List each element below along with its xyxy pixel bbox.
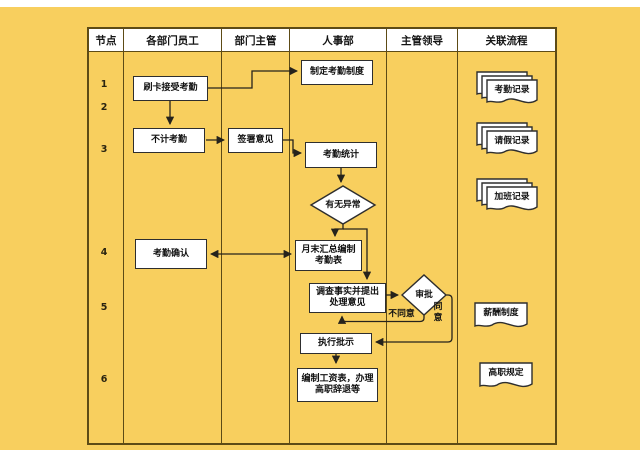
node-number-4: 4 [100,247,108,258]
senior-rule-document-icon [479,362,533,388]
process-skip-attendance: 不计考勤 [133,128,205,153]
top-white-strip [0,0,640,7]
doc-label-salary-policy: 薪酬制度 [483,308,519,318]
lane-header-hr: 人事部 [290,29,386,52]
process-execute-instruction: 执行批示 [300,333,372,354]
process-sign-opinion: 签署意见 [228,128,283,153]
node-number-2: 2 [100,102,108,113]
node-number-3: 3 [100,144,108,155]
process-payroll-dismissal: 编制工资表，办理高职辞退等 [297,368,378,402]
process-monthly-summary: 月末汇总编制考勤表 [295,240,362,271]
swimlane-table: 节点 各部门员工 部门主管 人事部 主管领导 关联流程 [87,27,557,445]
approval-decision-label: 审批 [415,290,433,300]
branch-label-agree: 同意 [433,301,443,323]
node-number-1: 1 [100,79,108,90]
lane-related: 关联流程 [458,29,555,443]
lane-header-employees: 各部门员工 [124,29,221,52]
attendance-record-multidoc-icon [476,71,538,104]
branch-label-disagree: 不同意 [388,308,415,319]
lane-header-leadership: 主管领导 [387,29,457,52]
doc-label-attendance-record: 考勤记录 [494,85,530,95]
lane-employees: 各部门员工 [124,29,222,443]
doc-label-senior-rule: 高职规定 [488,368,524,378]
overtime-record-multidoc-icon [476,178,538,211]
lane-header-related: 关联流程 [458,29,555,52]
node-number-6: 6 [100,374,108,385]
edge-swipe-to-policy [208,66,299,89]
lane-leadership: 主管领导 [387,29,458,443]
lane-header-node: 节点 [89,29,123,52]
edge-anomaly-to-investigate [343,228,372,281]
leave-record-multidoc-icon [476,122,538,155]
lane-node: 节点 [89,29,124,443]
process-make-policy: 制定考勤制度 [301,60,373,85]
edge-approval-disagree-return [337,315,425,324]
process-attendance-confirm: 考勤确认 [135,239,207,269]
doc-label-overtime-record: 加班记录 [494,192,530,202]
edge-approval-agree-to-execute [374,294,453,347]
process-swipe-attendance: 刷卡接受考勤 [133,76,208,101]
salary-policy-document-icon [474,302,528,328]
anomaly-decision-diamond [309,185,377,225]
bottom-white-strip [0,450,640,455]
anomaly-decision-label: 有无异常 [325,200,361,210]
edge-anomaly-to-monthly [330,224,344,238]
doc-label-leave-record: 请假记录 [494,136,530,146]
edge-sign-to-stats [283,139,303,158]
process-attendance-stats: 考勤统计 [305,142,377,168]
node-number-5: 5 [100,302,108,313]
lane-supervisor: 部门主管 [222,29,290,443]
lane-header-supervisor: 部门主管 [222,29,289,52]
lane-hr: 人事部 [290,29,387,443]
approval-decision-diamond [400,274,448,316]
process-investigate: 调查事实并提出处理意见 [309,283,386,313]
